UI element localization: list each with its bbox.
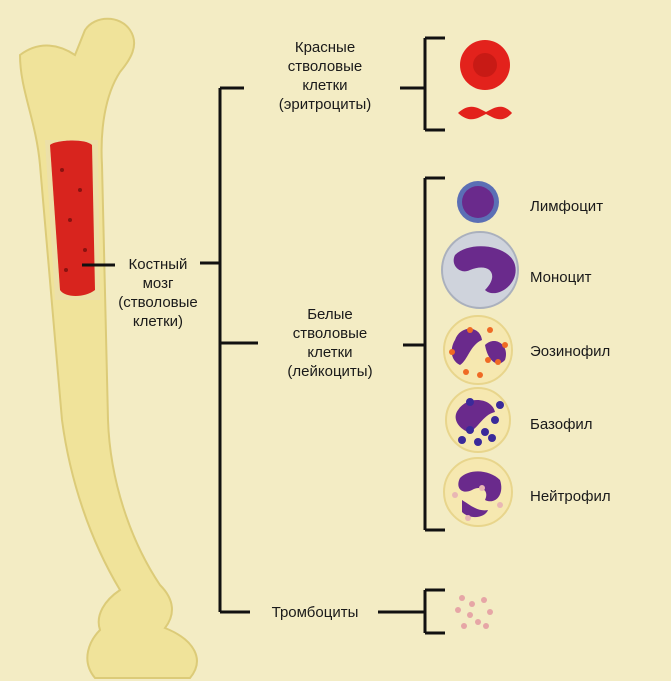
bone-marrow-label: Костный мозг (стволовые клетки) <box>112 255 204 331</box>
white-line-3: клетки <box>307 344 353 361</box>
eosinophil-label: Эозинофил <box>530 343 611 360</box>
platelets-icon <box>455 595 493 629</box>
red-line-2: стволовые <box>287 58 363 75</box>
bone-marrow-line-4: клетки) <box>132 313 184 330</box>
red-line-4: (эритроциты) <box>278 96 372 113</box>
lymphocyte-icon <box>457 181 499 223</box>
eosinophil-icon <box>443 315 513 385</box>
basophil-label: Базофил <box>530 416 593 433</box>
bone-marrow-line-3: (стволовые <box>118 294 198 311</box>
red-stem-cells-label: Красные стволовые клетки (эритроциты) <box>250 38 400 114</box>
bone-marrow-region <box>50 140 95 296</box>
neutrophil-icon <box>443 457 513 527</box>
platelets-label: Тромбоциты <box>271 604 359 621</box>
bone-marrow-line-2: мозг <box>142 275 174 292</box>
monocyte-icon <box>441 231 519 309</box>
tree-lines <box>82 36 445 635</box>
femur-bone <box>18 17 198 679</box>
red-line-1: Красные <box>294 39 356 56</box>
erythrocyte-side <box>458 106 512 120</box>
erythrocyte-top <box>460 40 510 90</box>
monocyte-label: Моноцит <box>530 269 592 286</box>
bone-marrow-line-1: Костный <box>128 256 188 273</box>
white-line-4: (лейкоциты) <box>287 363 373 380</box>
basophil-icon <box>445 387 511 453</box>
neutrophil-label: Нейтрофил <box>530 488 611 505</box>
red-line-3: клетки <box>302 77 348 94</box>
white-line-2: стволовые <box>292 325 368 342</box>
white-line-1: Белые <box>307 306 353 323</box>
white-stem-cells-label: Белые стволовые клетки (лейкоциты) <box>255 305 405 381</box>
lymphocyte-label: Лимфоцит <box>530 198 604 215</box>
